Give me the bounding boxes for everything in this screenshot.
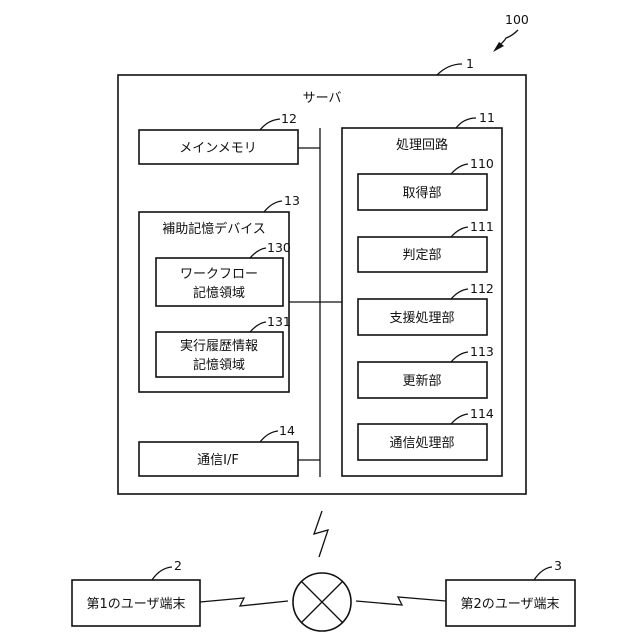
unit-ref-communication: 114 bbox=[470, 406, 494, 421]
comm-if-label: 通信I/F bbox=[197, 453, 239, 468]
processing-circuit-ref: 11 bbox=[479, 110, 495, 125]
workflow-storage-line2: 記憶領域 bbox=[193, 285, 245, 301]
history-storage-line1: 実行履歴情報 bbox=[180, 338, 258, 354]
server-ref: 1 bbox=[466, 56, 474, 71]
unit-ref-determination: 111 bbox=[470, 219, 494, 234]
aux-storage-ref: 13 bbox=[284, 193, 300, 208]
terminal2-ref: 3 bbox=[554, 558, 562, 573]
system-ref-arrow bbox=[493, 30, 518, 52]
workflow-storage-line1: ワークフロー bbox=[180, 267, 258, 282]
unit-label-determination: 判定部 bbox=[402, 248, 441, 263]
unit-label-support: 支援処理部 bbox=[389, 311, 454, 326]
system-ref: 100 bbox=[505, 12, 529, 27]
history-storage-ref: 131 bbox=[267, 314, 291, 329]
unit-label-communication: 通信処理部 bbox=[389, 436, 454, 451]
network-icon bbox=[293, 573, 351, 631]
terminal2-network-link bbox=[356, 597, 446, 605]
terminal1-network-link bbox=[200, 598, 288, 606]
processing-circuit-label: 処理回路 bbox=[396, 137, 448, 153]
unit-ref-acquisition: 110 bbox=[470, 156, 494, 171]
terminal1-ref: 2 bbox=[174, 558, 182, 573]
terminal1-label: 第1のユーザ端末 bbox=[86, 597, 185, 612]
server-network-link bbox=[314, 511, 328, 557]
unit-ref-support: 112 bbox=[470, 281, 494, 296]
main-memory-ref: 12 bbox=[281, 111, 297, 126]
server-label: サーバ bbox=[303, 91, 342, 106]
aux-storage-label: 補助記憶デバイス bbox=[162, 221, 266, 237]
terminal2-ref-leader bbox=[534, 567, 552, 580]
main-memory-label: メインメモリ bbox=[179, 141, 257, 156]
terminal1-ref-leader bbox=[152, 567, 172, 580]
unit-ref-update: 113 bbox=[470, 344, 494, 359]
history-storage-line2: 記憶領域 bbox=[193, 357, 245, 373]
unit-label-update: 更新部 bbox=[402, 373, 441, 389]
workflow-storage-ref: 130 bbox=[267, 240, 291, 255]
terminal2-label: 第2のユーザ端末 bbox=[460, 597, 559, 612]
comm-if-ref: 14 bbox=[279, 423, 295, 438]
server-ref-leader bbox=[437, 64, 462, 75]
unit-label-acquisition: 取得部 bbox=[402, 185, 441, 201]
